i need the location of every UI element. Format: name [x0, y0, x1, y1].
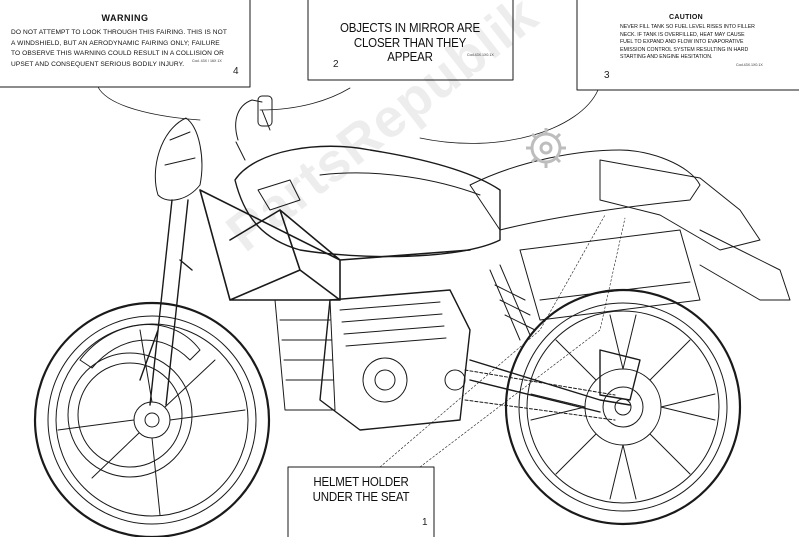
- warning-text: DO NOT ATTEMPT TO LOOK THROUGH THIS FAIR…: [11, 28, 251, 70]
- caution-line: NECK. IF TANK IS OVERFILLED, HEAT MAY CA…: [620, 31, 745, 38]
- warning-label-frame: [0, 0, 251, 88]
- warning-line: DO NOT ATTEMPT TO LOOK THROUGH THIS FAIR…: [11, 29, 228, 36]
- engine: [319, 289, 471, 431]
- caution-label-frame: [576, 0, 799, 91]
- swingarm: [469, 349, 641, 413]
- mirror-line: CLOSER THAN THEY APPEAR: [353, 35, 467, 65]
- mirror-stalk: [235, 99, 271, 161]
- mirror-label-frame: [307, 0, 514, 81]
- gear-icon: [526, 128, 566, 168]
- mirror-code: Cod.43X.1X0.1X: [467, 53, 494, 57]
- caution-line: EMISSION CONTROL SYSTEM RESULTING IN HAR…: [620, 46, 749, 53]
- headlight-fairing: [154, 117, 203, 201]
- callout-number-4: 4: [233, 66, 239, 77]
- warning-title: WARNING: [101, 13, 149, 23]
- mirror-head: [257, 95, 273, 127]
- tank-scoop: [257, 179, 301, 211]
- warning-line: TO OBSERVE THIS WARNING COULD RESULT IN …: [11, 50, 225, 57]
- caution-line: FUEL TO EXPAND AND FLOW INTO EVAPORATIVE: [620, 39, 744, 46]
- helmet-label: HELMET HOLDER UNDER THE SEAT 1: [288, 467, 434, 537]
- caution-line: STARTING AND ENGINE HESITATION.: [620, 54, 713, 61]
- mirror-leader-line: [259, 87, 351, 111]
- warning-line: A WINDSHIELD, BUT AN AERODYNAMIC FAIRING…: [11, 39, 220, 47]
- front-fork: [139, 199, 193, 406]
- rear-fender: [699, 229, 791, 301]
- seat: [469, 149, 701, 231]
- fuel-tank: [234, 145, 501, 258]
- rear-shock: [489, 264, 536, 341]
- helmet-text: HELMET HOLDER UNDER THE SEAT: [305, 475, 417, 504]
- callout-number-2: 2: [333, 59, 339, 70]
- caution-title: CAUTION: [669, 14, 703, 21]
- caution-label: CAUTION NEVER FILL TANK SO FUEL LEVEL RI…: [577, 0, 799, 90]
- helmet-line: UNDER THE SEAT: [312, 489, 410, 504]
- caution-code: Cod.43X.1X0.1X: [736, 63, 763, 67]
- helmet-line: HELMET HOLDER: [313, 475, 409, 489]
- warning-code: Cod. 43X / 16X 1X: [192, 59, 222, 63]
- tail-section: [599, 159, 761, 251]
- caution-text: NEVER FILL TANK SO FUEL LEVEL RISES INTO…: [620, 24, 770, 62]
- warning-label: WARNING DO NOT ATTEMPT TO LOOK THROUGH T…: [0, 0, 250, 87]
- front-wheel: [33, 301, 271, 537]
- rear-wheel: [504, 288, 742, 526]
- helmet-label-frame: [287, 466, 435, 537]
- callout-number-1: 1: [422, 517, 428, 528]
- callout-number-3: 3: [604, 70, 610, 81]
- caution-line: NEVER FILL TANK SO FUEL LEVEL RISES INTO…: [620, 24, 755, 30]
- warning-leader-line: [97, 86, 201, 121]
- mirror-label: OBJECTS IN MIRROR ARE CLOSER THAN THEY A…: [308, 0, 513, 80]
- front-fender: [79, 324, 201, 369]
- tank-crease: [319, 172, 481, 196]
- helmet-leader-line: [379, 214, 606, 468]
- mirror-text: OBJECTS IN MIRROR ARE CLOSER THAN THEY A…: [336, 21, 483, 65]
- warning-line: UPSET AND CONSEQUENT SERIOUS BODILY INJU…: [11, 60, 185, 68]
- chain: [464, 369, 616, 421]
- mirror-line: OBJECTS IN MIRROR ARE: [340, 21, 480, 35]
- helmet-leader-line-2: [419, 217, 626, 468]
- exhaust: [519, 229, 701, 321]
- radiator: [274, 299, 336, 411]
